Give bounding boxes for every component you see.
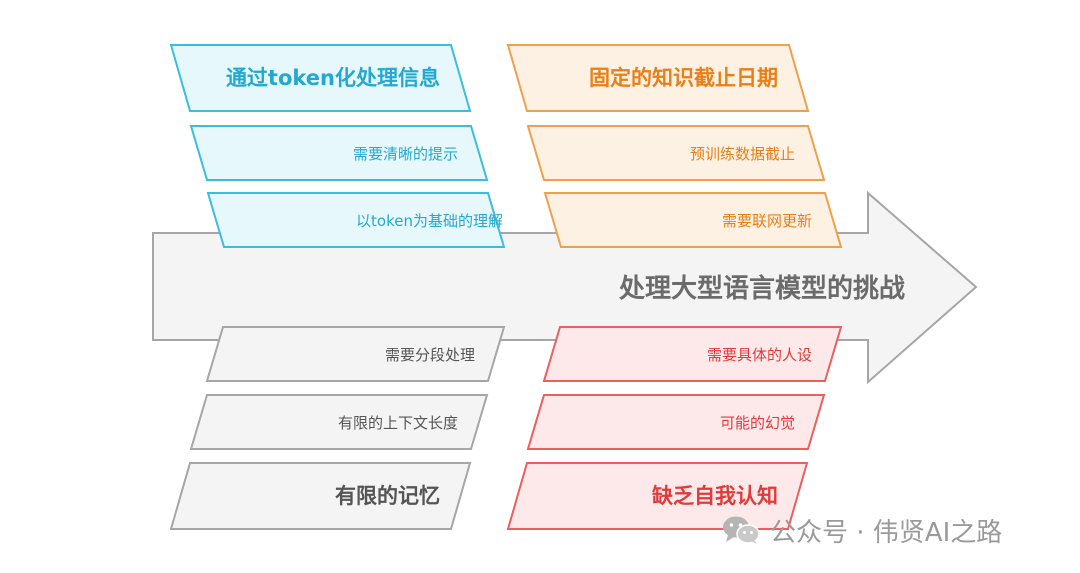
watermark-text: 公众号 · 伟贤AI之路 (770, 517, 1003, 548)
wechat-icon (723, 516, 760, 544)
bottom-left-item-1: 需要分段处理 (385, 346, 475, 364)
top-right-item-1-box (526, 125, 826, 181)
top-left-header: 通过token化处理信息 (226, 66, 440, 90)
bottom-left-item-2: 有限的上下文长度 (338, 414, 458, 432)
top-left-item-1-box (189, 125, 489, 181)
watermark: 公众号 · 伟贤AI之路 (722, 510, 1002, 550)
top-right-header: 固定的知识截止日期 (589, 66, 778, 90)
bottom-right-header-box (506, 462, 809, 530)
top-right-item-1: 预训练数据截止 (690, 145, 795, 163)
top-right-item-2: 需要联网更新 (722, 212, 812, 230)
bottom-right-header: 缺乏自我认知 (652, 484, 778, 508)
top-right-item-2-box (543, 192, 843, 248)
top-left-item-2: 以token为基础的理解 (356, 212, 503, 230)
spine-title: 处理大型语言模型的挑战 (618, 273, 905, 304)
bottom-right-item-2-box (526, 394, 826, 450)
top-left-item-1: 需要清晰的提示 (353, 145, 458, 163)
bottom-right-item-1: 需要具体的人设 (707, 346, 812, 364)
bottom-left-header-box (169, 462, 472, 530)
bottom-left-header: 有限的记忆 (335, 484, 440, 508)
top-right-header-box (506, 44, 810, 112)
bottom-left-item-1-box (205, 326, 506, 382)
bottom-left-item-2-box (189, 394, 489, 450)
bottom-right-item-1-box (542, 326, 843, 382)
top-left-header-box (169, 44, 472, 112)
bottom-right-item-2: 可能的幻觉 (720, 414, 795, 432)
top-left-item-2-box (206, 192, 506, 248)
